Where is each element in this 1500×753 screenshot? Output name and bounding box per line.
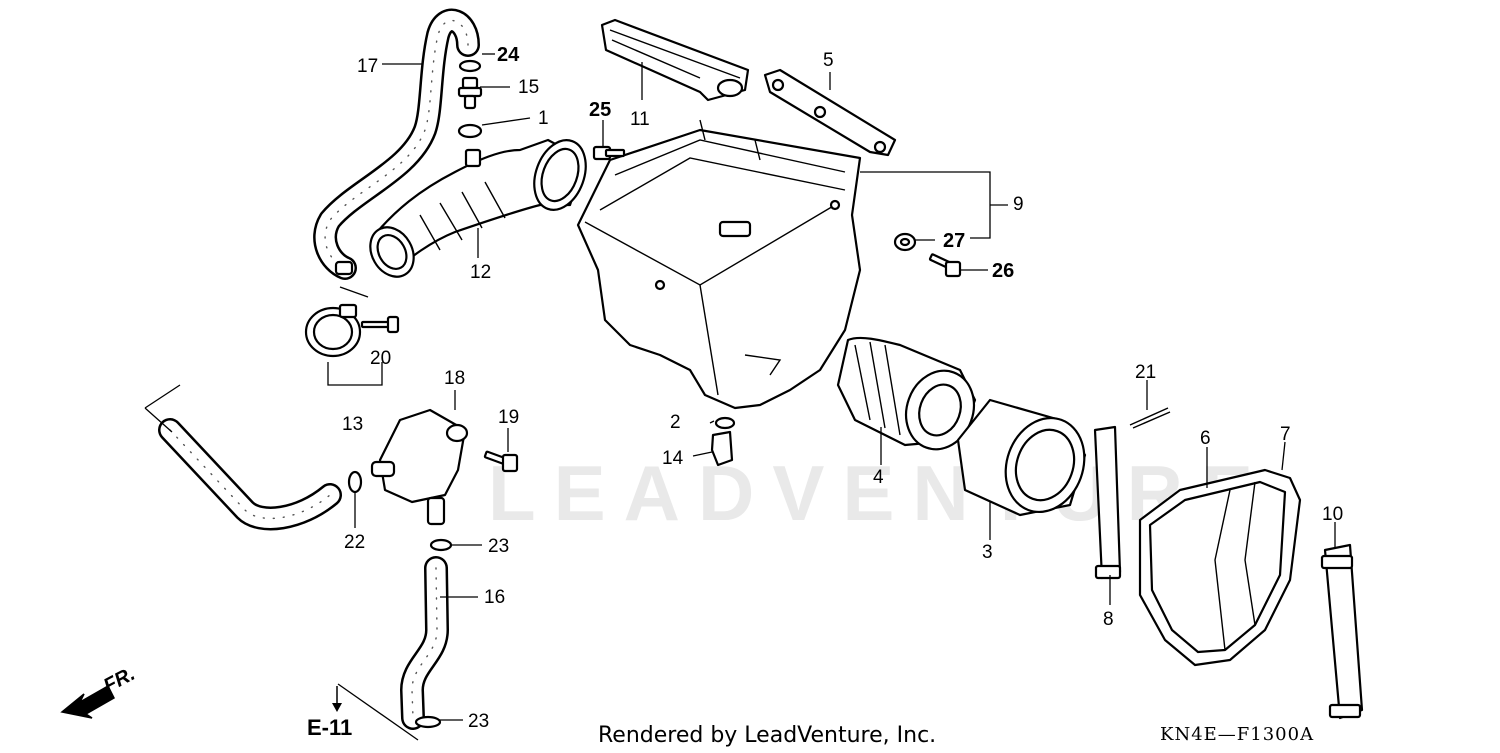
clip-24[interactable] [458, 59, 482, 73]
callout-22: 22 [344, 532, 365, 553]
callout-2: 2 [670, 412, 681, 433]
air-filter-element-4[interactable] [836, 336, 985, 459]
callout-23-lower: 23 [468, 711, 489, 732]
callout-19: 19 [498, 407, 519, 428]
callout-23-upper: 23 [488, 536, 509, 557]
strap-10[interactable] [1320, 543, 1364, 720]
clip-2[interactable] [714, 416, 736, 430]
air-cleaner-case-9[interactable] [576, 119, 862, 410]
clip-22[interactable] [347, 470, 363, 494]
callout-14: 14 [662, 448, 684, 469]
clamp-20[interactable] [304, 303, 362, 358]
callout-12: 12 [470, 262, 491, 283]
diagram-code: KN4E—F1300A [1160, 724, 1314, 745]
callout-1: 1 [538, 108, 549, 129]
down-arrow-icon [332, 686, 342, 712]
callout-15: 15 [518, 77, 539, 98]
callout-26: 26 [992, 260, 1014, 282]
plug-14[interactable] [710, 430, 734, 467]
callout-13: 13 [342, 414, 363, 435]
intake-duct-12[interactable] [362, 133, 595, 285]
callout-6: 6 [1200, 428, 1211, 449]
callout-20: 20 [370, 348, 391, 369]
bolt-25[interactable] [592, 145, 626, 161]
drain-hose-left[interactable] [158, 418, 342, 531]
callout-16: 16 [484, 587, 505, 608]
callout-21: 21 [1135, 362, 1156, 383]
fitting-15[interactable] [457, 76, 483, 110]
leader-lines [144, 53, 1336, 741]
callout-27: 27 [943, 230, 965, 252]
separator-18[interactable] [370, 408, 469, 526]
pin-21[interactable] [1129, 407, 1171, 429]
clamp-screw[interactable] [360, 315, 400, 334]
callout-10: 10 [1322, 504, 1343, 525]
washer-27[interactable] [893, 232, 917, 252]
drain-hose-16[interactable] [400, 556, 449, 730]
callout-17: 17 [357, 56, 378, 77]
breather-hose-17[interactable] [313, 8, 480, 280]
intake-snorkel-11[interactable] [600, 18, 750, 102]
callout-11: 11 [630, 109, 650, 130]
clip-23-lower[interactable] [414, 715, 442, 729]
front-direction-arrow-icon [60, 684, 115, 719]
callout-18: 18 [444, 368, 465, 389]
foam-element-3[interactable] [956, 398, 1097, 523]
hose-clip-end [334, 260, 354, 276]
watermark: LEADVENTURE [488, 449, 1271, 537]
callout-25: 25 [589, 99, 611, 121]
clip-1[interactable] [457, 123, 483, 139]
callout-24: 24 [497, 44, 520, 66]
callout-8: 8 [1103, 609, 1114, 630]
callout-7: 7 [1280, 424, 1291, 445]
callout-4: 4 [873, 467, 884, 488]
strap-8[interactable] [1093, 425, 1122, 580]
bolt-26[interactable] [928, 253, 962, 278]
rendered-by-credit: Rendered by LeadVenture, Inc. [598, 723, 936, 748]
bolt-19[interactable] [483, 450, 519, 473]
callout-9: 9 [1013, 194, 1024, 215]
air-cleaner-cover-6-7[interactable] [1138, 468, 1302, 667]
reference-e11[interactable]: E-11 [307, 715, 352, 740]
callout-5: 5 [823, 50, 834, 71]
callout-3: 3 [982, 542, 993, 563]
bracket-5[interactable] [763, 68, 897, 157]
clip-23-upper[interactable] [429, 538, 453, 552]
